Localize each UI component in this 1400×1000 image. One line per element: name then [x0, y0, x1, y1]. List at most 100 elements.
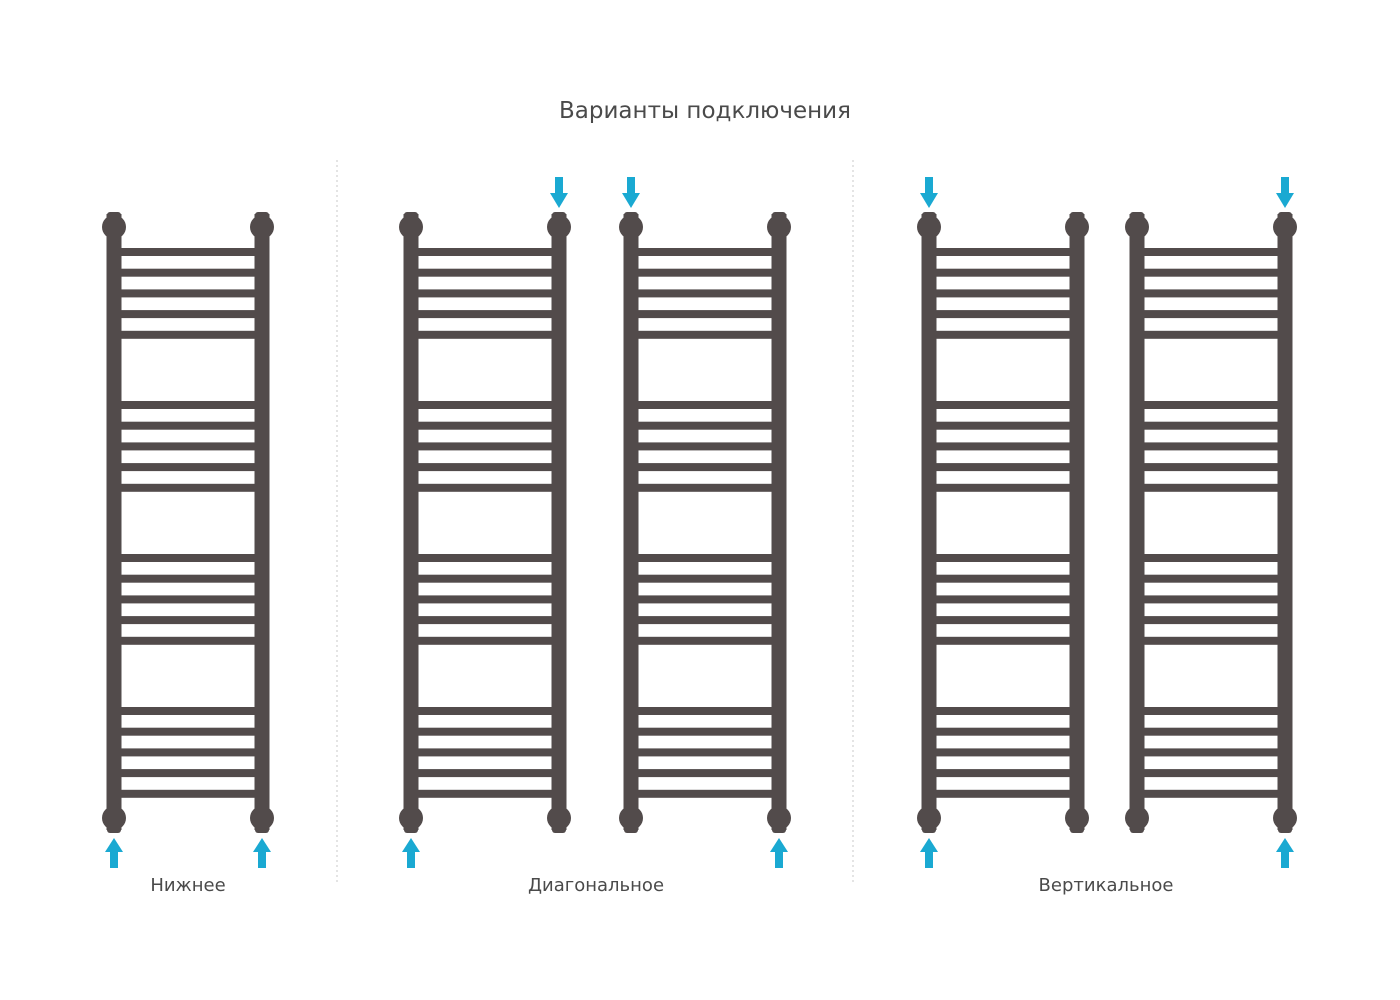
radiator-cap-neck [404, 803, 418, 833]
radiator-bar [929, 748, 1077, 757]
radiator-bar [114, 483, 262, 492]
radiator-bar [929, 330, 1077, 339]
radiator-bar [1137, 616, 1285, 625]
radiator-bar [1137, 707, 1285, 715]
radiator-bar [929, 289, 1077, 298]
radiator-bar [631, 463, 779, 472]
radiator-bar [411, 748, 559, 757]
radiator-bar [1137, 554, 1285, 562]
radiator-cap-neck [552, 212, 566, 242]
radiator-bar [631, 727, 779, 736]
radiator-bar [1137, 442, 1285, 451]
radiator-cap-neck [107, 212, 121, 242]
radiator-rail [1069, 214, 1085, 830]
radiator-bar [411, 727, 559, 736]
radiator-cap-neck [1130, 212, 1144, 242]
radiator-bar [631, 268, 779, 277]
radiator-cap-neck [1278, 803, 1292, 833]
radiator-bar [411, 636, 559, 645]
radiator-bar [1137, 727, 1285, 736]
radiator-bar [929, 310, 1077, 319]
radiator-bar [929, 268, 1077, 277]
arrow-up-icon [1276, 838, 1294, 868]
arrow-down-icon [920, 177, 938, 208]
radiator-bar [1137, 574, 1285, 583]
radiator-bar [631, 554, 779, 562]
radiator-bar [114, 636, 262, 645]
radiator-bar [1137, 748, 1285, 757]
radiator-bar [631, 483, 779, 492]
arrow-up-icon [105, 838, 123, 868]
radiator-rail [771, 214, 787, 830]
radiator-bar [114, 330, 262, 339]
radiator-cap-neck [255, 212, 269, 242]
radiator-rail [403, 214, 419, 830]
radiator-bar [411, 401, 559, 409]
radiator-cap-neck [772, 803, 786, 833]
radiator-bar [631, 616, 779, 625]
radiator-bar [114, 401, 262, 409]
radiator-bar [1137, 310, 1285, 319]
radiator-bar [411, 574, 559, 583]
radiator-bar [1137, 330, 1285, 339]
radiator-bar [929, 727, 1077, 736]
radiator-cap-neck [1278, 212, 1292, 242]
radiator-bar [1137, 769, 1285, 778]
radiator-bar [411, 554, 559, 562]
radiator-bar [631, 707, 779, 715]
radiator-bar [1137, 636, 1285, 645]
radiator-bar [631, 442, 779, 451]
radiator-bar [929, 636, 1077, 645]
radiator-bar [411, 421, 559, 430]
radiator-bar [631, 789, 779, 798]
radiator-cap-neck [255, 803, 269, 833]
radiator-bar [1137, 268, 1285, 277]
arrow-down-icon [550, 177, 568, 208]
radiator-bar [1137, 248, 1285, 256]
radiator-bar [411, 330, 559, 339]
radiator-bar [114, 748, 262, 757]
radiator-rail [623, 214, 639, 830]
radiator-cap-neck [772, 212, 786, 242]
radiator-bar [929, 401, 1077, 409]
radiator-bar [929, 595, 1077, 604]
radiator-rail [1129, 214, 1145, 830]
radiator-bar [114, 727, 262, 736]
radiator-bar [411, 595, 559, 604]
radiator-bar [411, 616, 559, 625]
radiator-bar [114, 554, 262, 562]
radiator-bar [631, 769, 779, 778]
radiator-bar [114, 248, 262, 256]
radiator-bar [114, 574, 262, 583]
arrow-down-icon [622, 177, 640, 208]
radiator-bar [114, 707, 262, 715]
radiator-bar [1137, 789, 1285, 798]
label-bottom-connection: Нижнее [150, 875, 226, 896]
radiator-bar [411, 789, 559, 798]
radiator-bar [411, 769, 559, 778]
radiator-bar [929, 574, 1077, 583]
radiator-bar [114, 442, 262, 451]
radiator-bar [411, 289, 559, 298]
radiator-bar [1137, 421, 1285, 430]
radiator-bar [929, 789, 1077, 798]
label-vertical-connection: Вертикальное [1038, 875, 1174, 896]
radiator-cap-neck [624, 212, 638, 242]
radiator-bar [631, 421, 779, 430]
radiator-rail [921, 214, 937, 830]
radiator-cap-neck [404, 212, 418, 242]
radiator-rail [254, 214, 270, 830]
radiator-bar [411, 268, 559, 277]
radiator-rail [106, 214, 122, 830]
radiator-bar [929, 769, 1077, 778]
radiator-bar [1137, 463, 1285, 472]
radiator-bar [114, 789, 262, 798]
radiator-bar [1137, 483, 1285, 492]
radiator-cap-neck [1130, 803, 1144, 833]
radiator-bar [114, 421, 262, 430]
radiator-bar [114, 616, 262, 625]
radiator-bar [114, 463, 262, 472]
radiator-bar [411, 707, 559, 715]
